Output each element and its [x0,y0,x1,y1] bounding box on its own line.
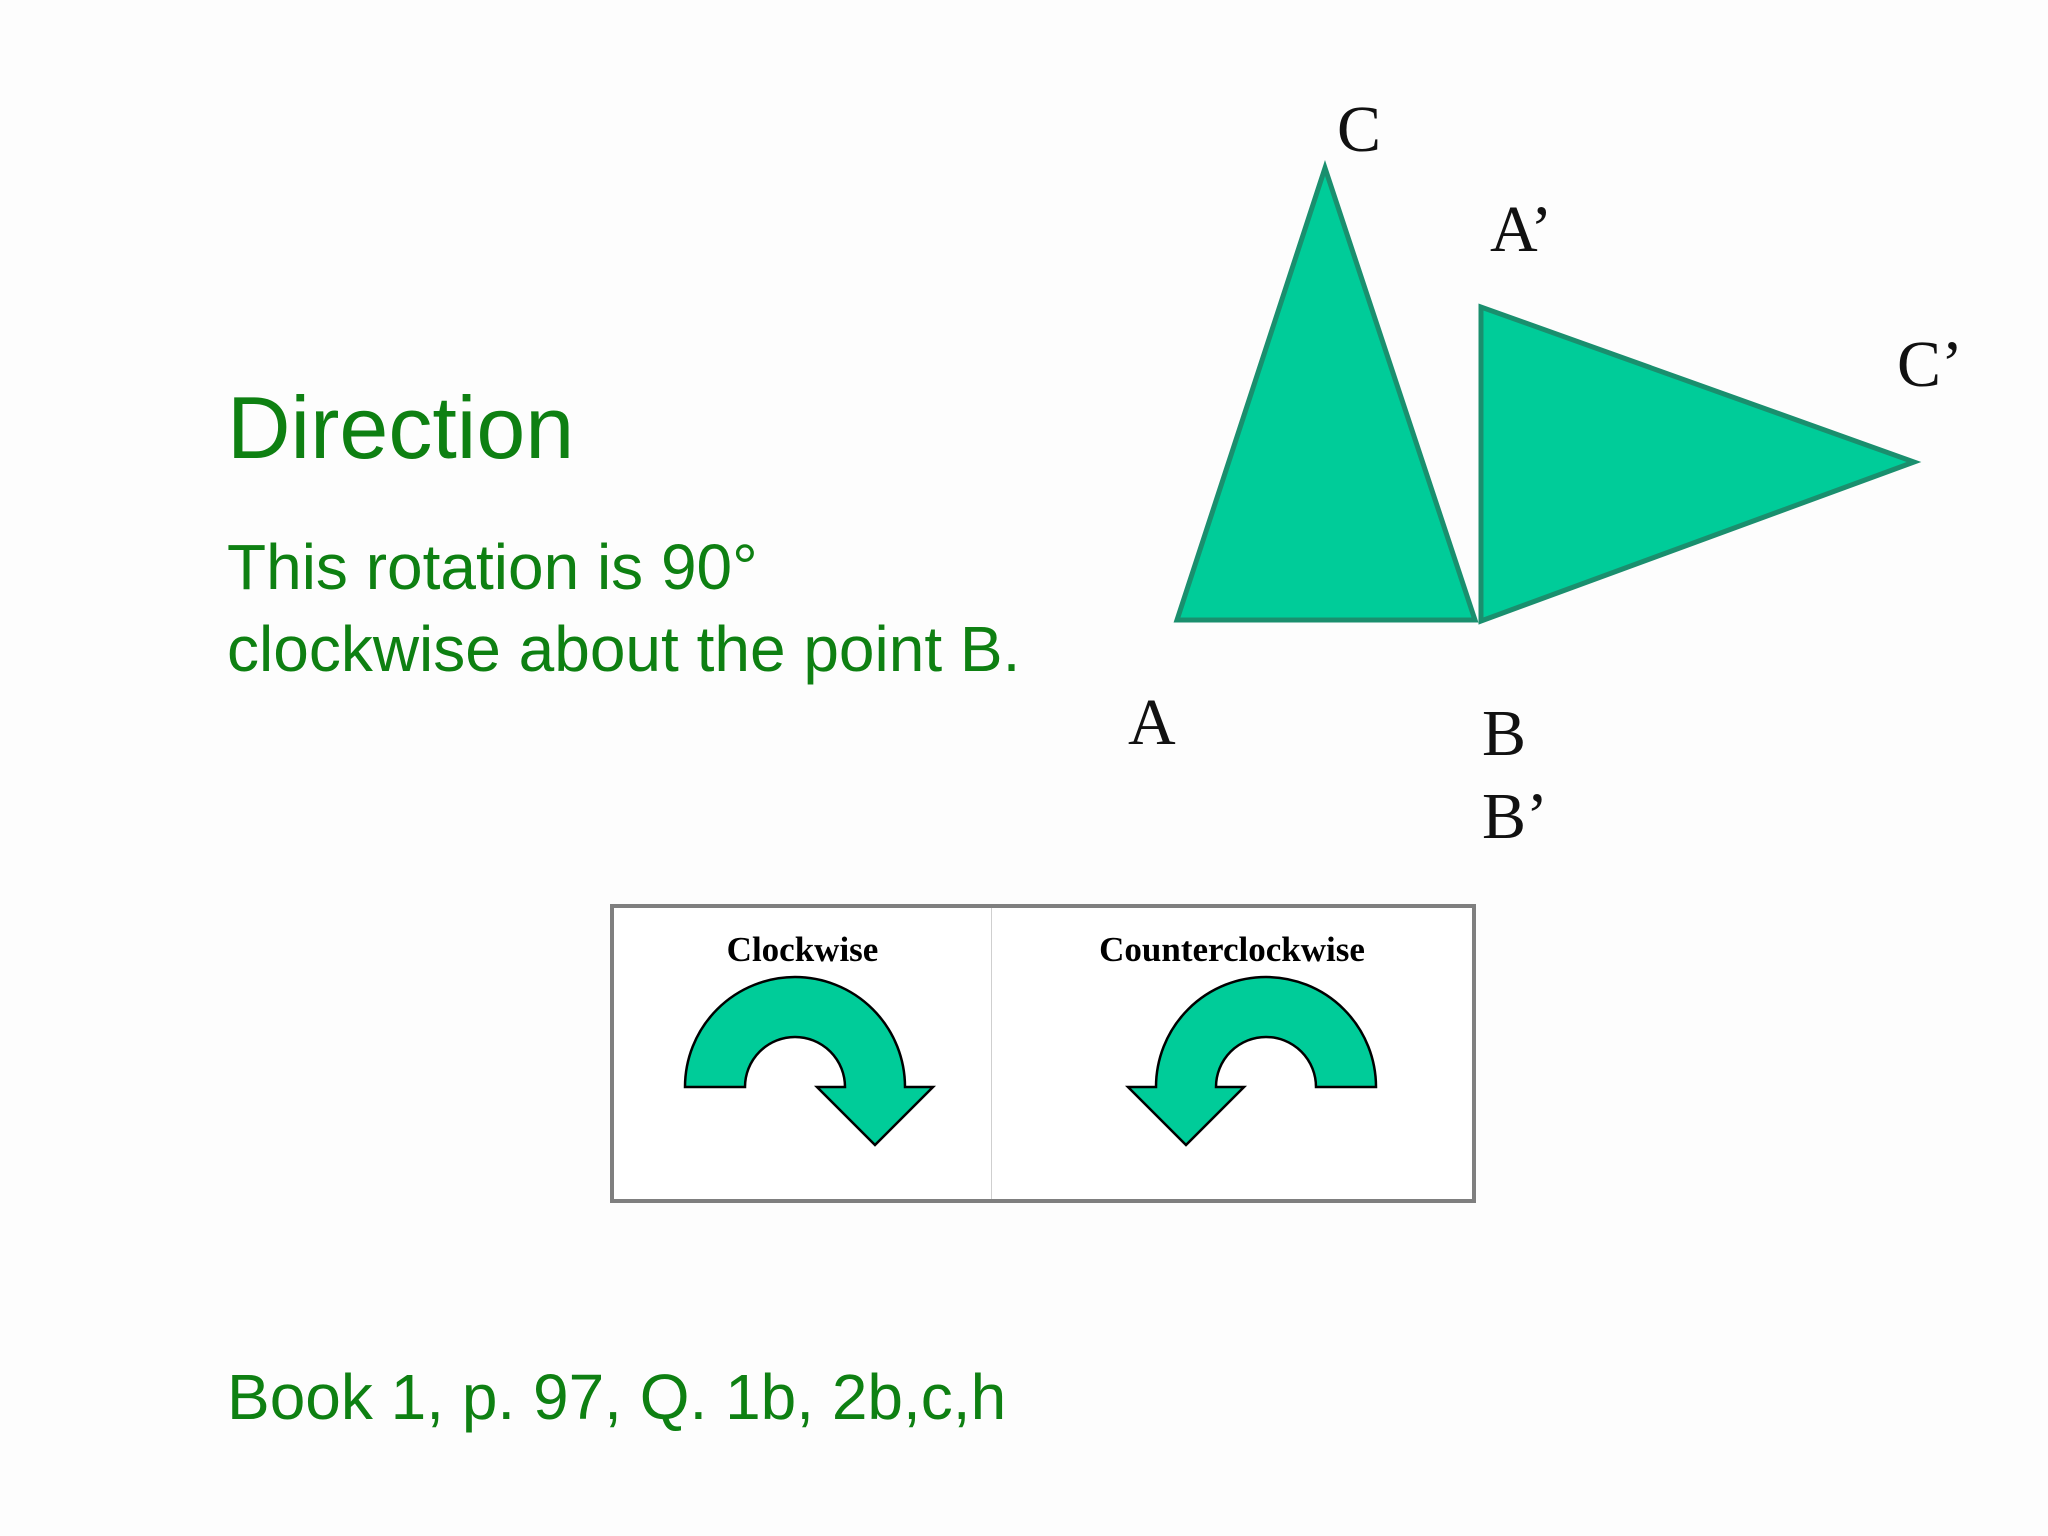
vertex-label-b-prime: B’ [1482,780,1548,853]
slide-body: This rotation is 90° clockwise about the… [227,526,1020,690]
slide-footer: Book 1, p. 97, Q. 1b, 2b,c,h [227,1361,1007,1433]
clockwise-label: Clockwise [726,930,879,969]
counterclockwise-label: Counterclockwise [1099,930,1365,969]
triangle-abc [1173,160,1479,623]
clockwise-arrow-icon [683,975,937,1147]
vertex-label-b: B [1482,697,1526,770]
vertex-label-c-prime: C’ [1897,328,1963,401]
vertex-label-a-prime: A’ [1490,193,1552,266]
counterclockwise-arrow-icon [1124,975,1378,1147]
direction-box: Clockwise Counterclockwise [610,904,1476,1203]
clockwise-cell: Clockwise [614,908,992,1199]
triangle-abc-prime [1478,303,1922,625]
body-line-1: This rotation is 90° [227,531,758,603]
counterclockwise-cell: Counterclockwise [992,908,1472,1199]
vertex-label-c: C [1337,93,1381,166]
vertex-label-a: A [1128,686,1176,759]
slide-title: Direction [227,378,575,477]
body-line-2: clockwise about the point B. [227,613,1021,685]
